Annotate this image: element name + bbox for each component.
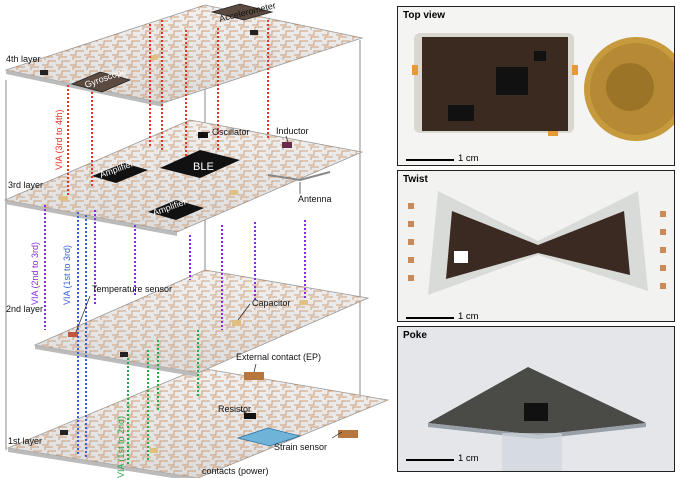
photo-top-view [398, 7, 674, 165]
via-lines-blue [77, 212, 87, 458]
via-lines-green [127, 330, 199, 465]
leader-lines [75, 131, 343, 439]
via-label-1-3: VIA (1st to 3rd) [62, 245, 72, 305]
label-ble: BLE [193, 161, 214, 173]
scale-label-top-view: 1 cm [458, 153, 479, 164]
scalebar-top-view [406, 159, 454, 161]
via-label-1-2: VIA (1st to 2nd) [116, 416, 126, 478]
panel-title-poke: Poke [403, 330, 427, 341]
panel-top-view: Top view 1 cm [397, 6, 675, 166]
photo-twist [398, 171, 674, 321]
scalebar-twist [406, 317, 454, 319]
chips [40, 3, 358, 453]
label-contacts-power: contacts (power) [202, 466, 269, 476]
panel-twist: Twist 1 cm [397, 170, 675, 322]
label-antenna: Antenna [298, 194, 332, 204]
label-external-contact: External contact (EP) [236, 352, 321, 362]
layer-label-4: 4th layer [6, 54, 41, 64]
panel-poke: Poke 1 cm [397, 326, 675, 472]
label-temperature-sensor-text: Temperature sensor [92, 284, 172, 294]
via-label-2-3: VIA (2nd to 3rd) [30, 242, 40, 305]
layer-label-1: 1st layer [8, 436, 42, 446]
layer-1 [6, 367, 390, 478]
label-oscillator: Oscillator [212, 127, 250, 137]
label-inductor: Inductor [276, 126, 309, 136]
panel-title-twist: Twist [403, 174, 428, 185]
label-temperature-sensor: Temperature sensor [92, 284, 172, 294]
label-strain-sensor: Strain sensor [274, 442, 327, 452]
panel-title-top-view: Top view [403, 10, 446, 21]
label-capacitor: Capacitor [252, 298, 291, 308]
layer-label-2: 2nd layer [6, 304, 43, 314]
via-lines-purple [44, 205, 306, 330]
label-resistor: Resistor [218, 404, 251, 414]
via-lines-red [67, 20, 269, 196]
scalebar-poke [406, 459, 454, 461]
layer-label-3: 3rd layer [8, 180, 43, 190]
layer-4 [4, 4, 364, 107]
via-label-3-4: VIA (3rd to 4th) [54, 109, 64, 170]
scale-label-twist: 1 cm [458, 311, 479, 322]
layer-stack-diagram: VIA (3rd to 4th) VIA (2nd to 3rd) VIA (1… [3, 0, 390, 478]
scale-label-poke: 1 cm [458, 453, 479, 464]
photo-poke [398, 327, 674, 471]
